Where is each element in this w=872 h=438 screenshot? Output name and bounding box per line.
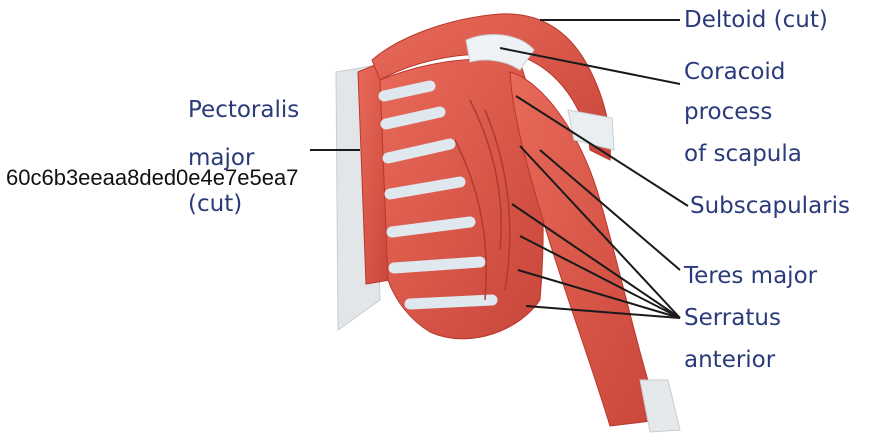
label-coracoid-line1: Coracoid — [684, 58, 785, 86]
label-deltoid: Deltoid (cut) — [684, 6, 828, 34]
label-serratus-line1: Serratus — [684, 304, 781, 332]
label-coracoid-line2: process — [684, 98, 772, 126]
label-pectoralis-line3: (cut) — [188, 190, 242, 218]
arm-bone — [640, 380, 680, 432]
label-serratus-line2: anterior — [684, 346, 775, 374]
label-teres-major: Teres major — [684, 262, 817, 290]
overlay-id-text: 60c6b3eeaa8ded0e4e7e5ea7 — [6, 165, 298, 191]
label-coracoid-line3: of scapula — [684, 140, 802, 168]
label-pectoralis-line1: Pectoralis — [188, 96, 299, 124]
label-subscapularis: Subscapularis — [690, 192, 850, 220]
